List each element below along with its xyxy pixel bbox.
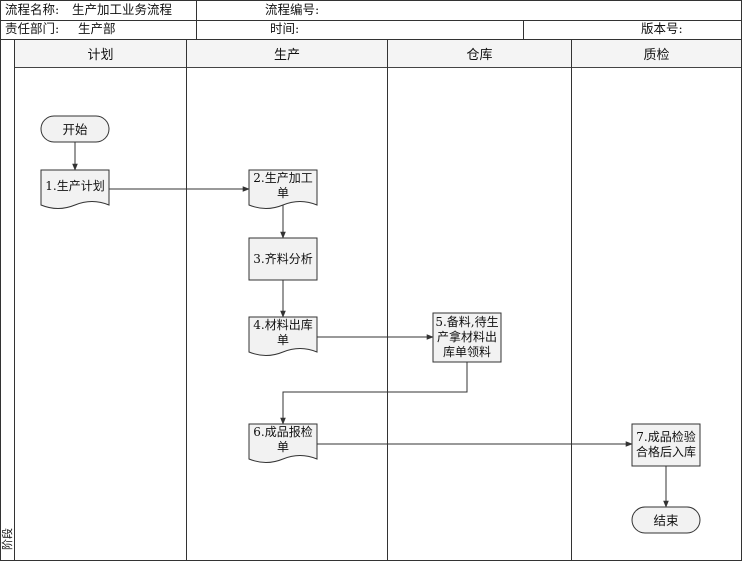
- doc-shape-1: [40, 169, 110, 209]
- node-3-label: 3.齐料分析: [253, 251, 313, 266]
- version-label: 版本号:: [641, 21, 683, 36]
- lane-header-production: 生产: [187, 40, 387, 68]
- doc-shape-2: [248, 169, 318, 209]
- node-4-label: 4.材料出库单: [253, 318, 313, 347]
- end-label: 结束: [653, 512, 679, 528]
- doc-shape-4: [248, 316, 318, 356]
- lane-label: 计划: [87, 48, 114, 63]
- node-6-label: 6.成品报检单: [253, 425, 313, 454]
- node-7-label: 7.成品检验合格后入库: [635, 430, 696, 459]
- lane-header-warehouse: 仓库: [388, 40, 571, 68]
- lane-label: 仓库: [466, 48, 493, 63]
- node-2-label: 2.生产加工单: [253, 171, 313, 200]
- start-label: 开始: [62, 121, 88, 137]
- lane-label: 质检: [643, 48, 670, 63]
- dept-label: 责任部门:: [5, 21, 60, 36]
- lane-header-plan: 计划: [15, 40, 186, 68]
- lane-label: 生产: [273, 48, 300, 63]
- doc-shape-6: [248, 423, 318, 463]
- process-box-5: [432, 312, 502, 363]
- process-name-value: 生产加工业务流程: [72, 2, 173, 17]
- time-label: 时间:: [270, 21, 300, 36]
- arrow-5-to-6: [280, 362, 468, 425]
- process-name-label: 流程名称:: [5, 2, 60, 17]
- lane-header-qc: 质检: [572, 40, 741, 68]
- node-1-label: 1.生产计划: [45, 178, 105, 193]
- process-no-label: 流程编号:: [265, 2, 320, 17]
- node-5-label: 5.备料,待生产拿材料出库单领料: [435, 315, 499, 359]
- dept-value: 生产部: [78, 21, 116, 36]
